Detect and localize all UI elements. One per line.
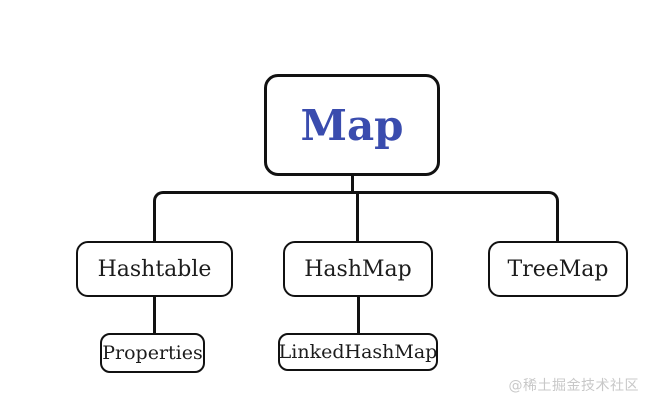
- edge-map-hashmap: [356, 193, 359, 241]
- node-linkedhashmap: LinkedHashMap: [278, 333, 438, 371]
- node-properties: Properties: [100, 333, 205, 373]
- edge-hashtable-properties: [153, 296, 156, 334]
- node-hashmap: HashMap: [283, 241, 433, 297]
- node-treemap-label: TreeMap: [507, 256, 609, 282]
- edge-map-stem: [351, 175, 354, 194]
- node-properties-label: Properties: [102, 342, 203, 364]
- node-linkedhashmap-label: LinkedHashMap: [278, 341, 438, 363]
- edge-hashmap-linkedhashmap: [357, 296, 360, 334]
- watermark: @稀土掘金技术社区: [508, 378, 639, 394]
- node-hashtable-label: Hashtable: [97, 256, 212, 282]
- node-hashmap-label: HashMap: [304, 256, 412, 282]
- node-hashtable: Hashtable: [76, 241, 233, 297]
- edge-branch-bracket: [153, 191, 559, 241]
- node-map-label: Map: [300, 100, 404, 150]
- node-map: Map: [264, 74, 440, 176]
- node-treemap: TreeMap: [488, 241, 628, 297]
